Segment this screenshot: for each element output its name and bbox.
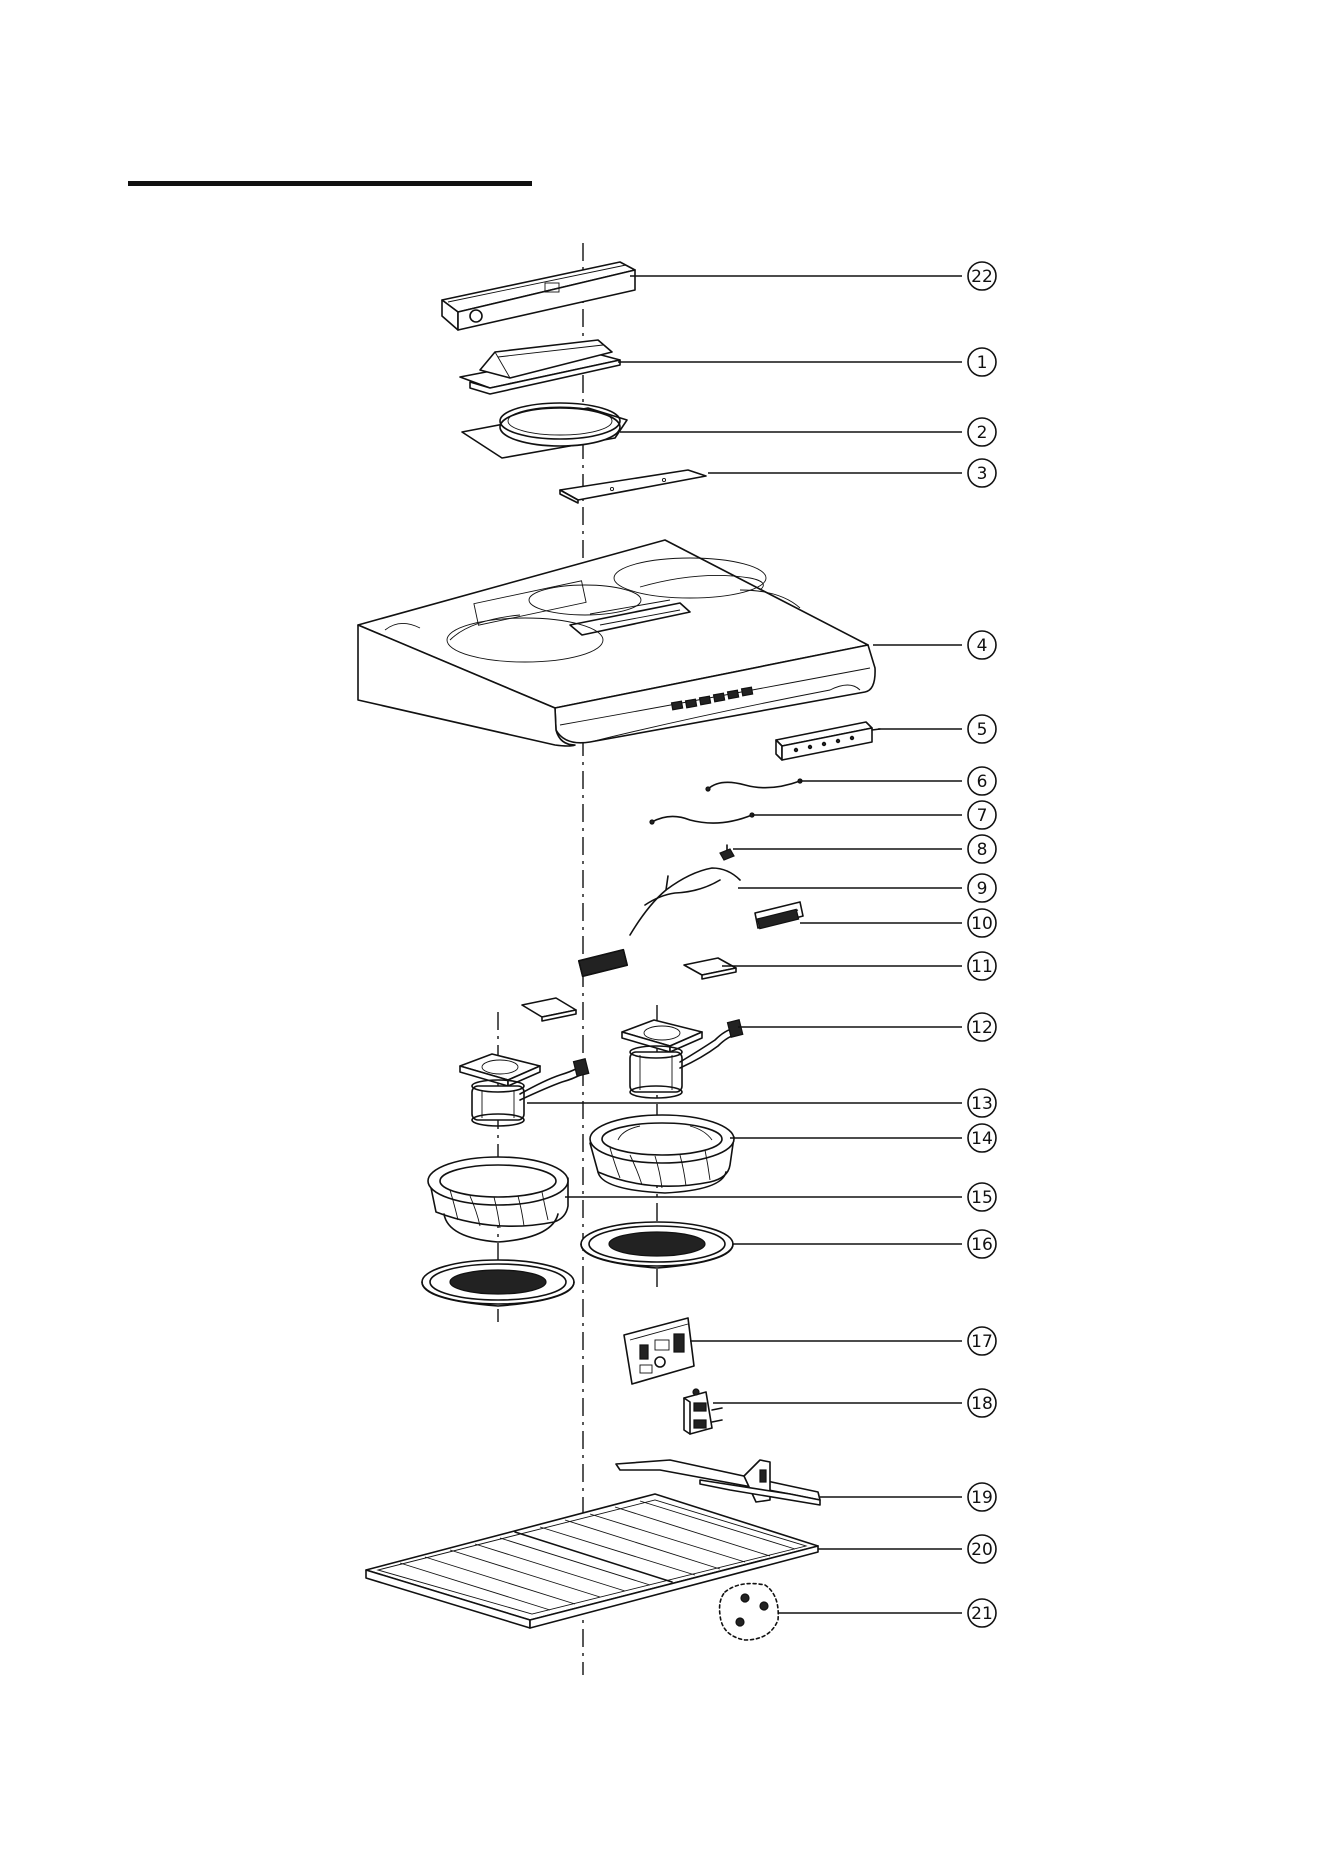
small-bracket-left xyxy=(522,998,576,1021)
callout-label: 11 xyxy=(971,957,993,977)
part-5-switch-bar xyxy=(776,722,880,760)
light-strip-left xyxy=(579,950,628,977)
callout-17: 17 xyxy=(968,1327,996,1355)
callout-22: 22 xyxy=(968,262,996,290)
part-1-damper-housing xyxy=(460,340,620,394)
part-16-grille-right xyxy=(581,1222,733,1268)
callout-1: 1 xyxy=(968,348,996,376)
part-12-motor-right xyxy=(622,1020,743,1098)
callout-20: 20 xyxy=(968,1535,996,1563)
callout-4: 4 xyxy=(968,631,996,659)
part-8-clip xyxy=(720,845,734,860)
callout-label: 8 xyxy=(977,840,988,860)
part-17-control-board xyxy=(624,1318,694,1384)
callout-13: 13 xyxy=(968,1089,996,1117)
callout-10: 10 xyxy=(968,909,996,937)
callout-11: 11 xyxy=(968,952,996,980)
callout-8: 8 xyxy=(968,835,996,863)
callout-label: 7 xyxy=(977,806,988,826)
callout-12: 12 xyxy=(968,1013,996,1041)
callout-6: 6 xyxy=(968,767,996,795)
callout-18: 18 xyxy=(968,1389,996,1417)
callout-label: 2 xyxy=(977,423,988,443)
callout-label: 19 xyxy=(971,1488,993,1508)
part-15-blower-wheel-left xyxy=(428,1157,568,1242)
callout-14: 14 xyxy=(968,1124,996,1152)
part-6-wire xyxy=(708,781,800,789)
grille-left xyxy=(422,1260,574,1306)
callout-label: 5 xyxy=(977,720,988,740)
callout-label: 18 xyxy=(971,1394,993,1414)
callout-7: 7 xyxy=(968,801,996,829)
callout-label: 1 xyxy=(977,353,988,373)
callout-label: 14 xyxy=(971,1129,993,1149)
leader-lines xyxy=(527,276,962,1613)
part-4-hood-body xyxy=(358,540,875,746)
callout-5: 5 xyxy=(968,715,996,743)
callout-label: 21 xyxy=(971,1604,993,1624)
part-3-flat-plate xyxy=(560,470,706,503)
part-22-duct-box xyxy=(442,262,635,330)
part-2-collar-plate xyxy=(462,403,627,458)
callout-label: 6 xyxy=(977,772,988,792)
callout-label: 12 xyxy=(971,1018,993,1038)
part-21-screw-bag xyxy=(720,1584,779,1640)
callout-label: 9 xyxy=(977,879,988,899)
callout-16: 16 xyxy=(968,1230,996,1258)
callout-label: 4 xyxy=(977,636,988,656)
callout-label: 13 xyxy=(971,1094,993,1114)
callout-19: 19 xyxy=(968,1483,996,1511)
callout-label: 17 xyxy=(971,1332,993,1352)
callout-label: 15 xyxy=(971,1188,993,1208)
part-10-light-strip xyxy=(755,902,803,929)
part-18-switch xyxy=(684,1389,722,1434)
callout-label: 10 xyxy=(971,914,993,934)
part-20-grease-filter xyxy=(366,1494,818,1628)
callout-3: 3 xyxy=(968,459,996,487)
callout-label: 20 xyxy=(971,1540,993,1560)
callout-label: 3 xyxy=(977,464,988,484)
part-13-motor-left xyxy=(460,1054,589,1126)
callout-9: 9 xyxy=(968,874,996,902)
part-9-bracket xyxy=(630,868,740,935)
callout-15: 15 xyxy=(968,1183,996,1211)
title-underline xyxy=(128,181,532,186)
part-7-wire xyxy=(652,815,752,823)
callout-label: 16 xyxy=(971,1235,993,1255)
part-11-bracket xyxy=(684,958,736,979)
callout-label: 22 xyxy=(971,267,993,287)
callout-2: 2 xyxy=(968,418,996,446)
callout-21: 21 xyxy=(968,1599,996,1627)
part-14-blower-wheel-right xyxy=(590,1115,734,1193)
